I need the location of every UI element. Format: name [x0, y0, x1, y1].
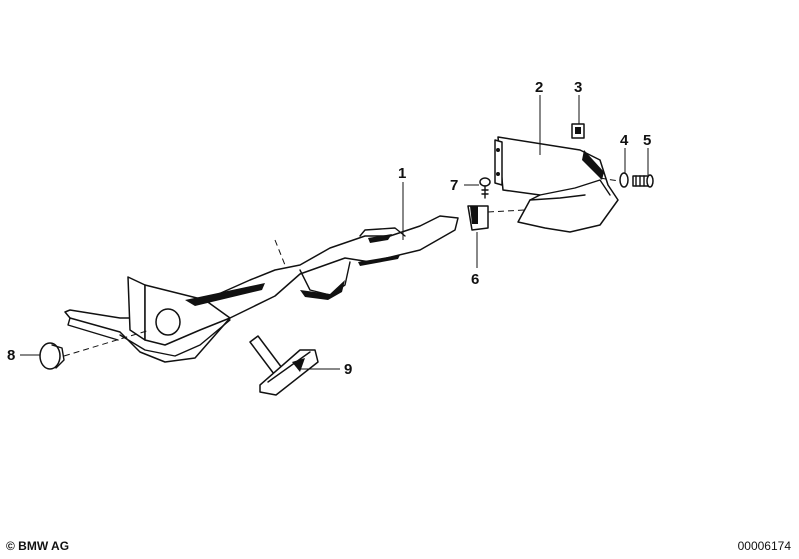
part-1-trim-panel	[64, 215, 459, 363]
callout-6: 6	[471, 271, 479, 288]
diagram-reference-number: 00006174	[737, 539, 791, 553]
part-6-bracket-clip	[467, 205, 526, 231]
part-5-screw	[632, 174, 654, 188]
callout-2: 2	[535, 79, 543, 96]
copyright-text: © BMW AG	[6, 539, 70, 553]
callout-1: 1	[398, 165, 406, 182]
part-9-support	[249, 335, 319, 396]
callout-4: 4	[620, 132, 629, 149]
callout-5: 5	[643, 132, 651, 149]
part-4-washer	[619, 172, 629, 188]
part-8-cap	[39, 329, 151, 370]
part-2-cover	[494, 136, 626, 233]
callout-3: 3	[574, 79, 582, 96]
part-7-screw	[479, 177, 491, 199]
callout-7: 7	[450, 177, 458, 194]
part-3-clip-nut	[571, 123, 585, 139]
callout-9: 9	[344, 361, 352, 378]
callout-8: 8	[7, 347, 15, 364]
